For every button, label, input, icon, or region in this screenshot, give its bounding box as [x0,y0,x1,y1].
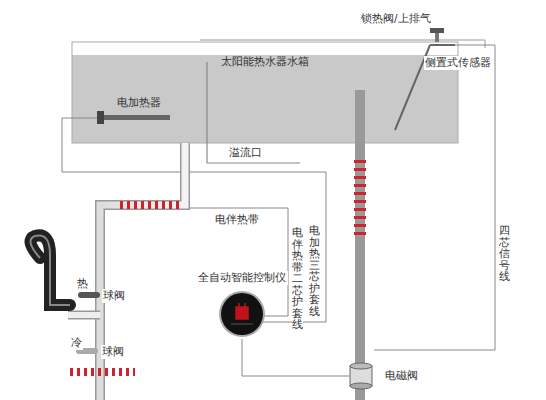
valve-label: 锁热阀/上排气 [360,12,432,26]
solenoid-valve: 电磁阀 [349,362,420,390]
wires [62,45,495,350]
cold-label: 冷 [70,336,83,350]
signal-wire-label: 四芯信号线 [499,224,510,284]
tank-outline [72,42,458,143]
wire-connector [242,339,349,376]
valve-label: 电磁阀 [383,369,420,383]
heater-label: 电加热器 [116,96,162,110]
heat-band [70,160,360,372]
heater-cap [97,111,104,124]
overflow-label: 溢流口 [228,146,263,160]
valve-label: 球阀 [101,345,125,359]
controller: 全自动智能控制仪 [196,271,288,339]
hot-label: 热 [76,277,89,291]
wire-label: 电加热三芯护套线 [309,224,320,318]
controller-title: 全自动智能控制仪 [196,271,288,285]
pipes [68,90,360,400]
overflow-pipe [207,62,300,163]
water-fill [72,55,458,143]
faucet [31,235,70,305]
heat-band-label: 电伴热带 [214,213,260,227]
tank-title: 太阳能热水器水箱 [218,54,312,69]
water-tank: 太阳能热水器水箱 [72,42,458,143]
vent-valve [430,28,444,42]
sensor-label: 侧置式传感器 [424,56,492,70]
valve-label: 球阀 [102,289,126,303]
valve-body [349,362,373,390]
controller-dial [217,289,267,339]
heater-rod [102,115,170,120]
wire-label: 电伴热带二芯护套线 [292,226,303,332]
